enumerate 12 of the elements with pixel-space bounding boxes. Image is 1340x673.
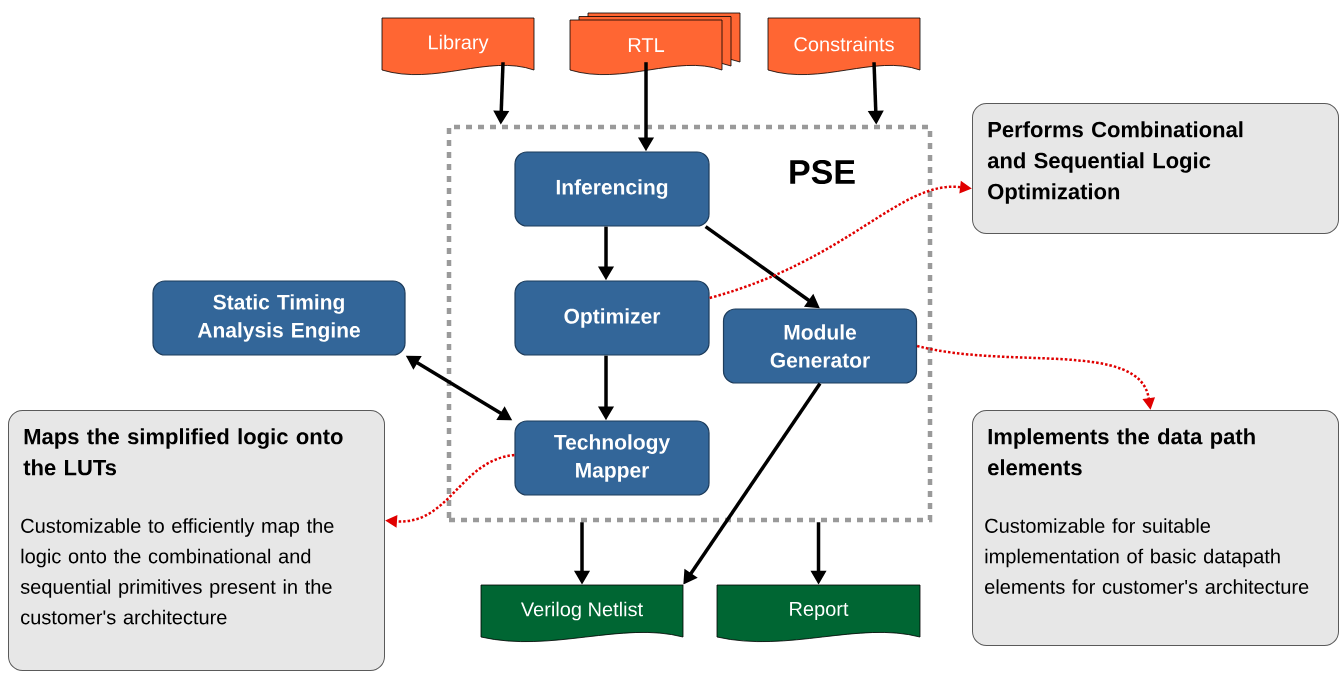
callout-body: Customizable to efficiently map the logic onto the combinational and sequential primitives present in the customer's architecture — [20, 518, 334, 625]
group-title: PSE — [790, 159, 855, 185]
process-box: Technology Mapper — [514, 420, 710, 496]
document-stack: RTL — [569, 12, 741, 75]
callout-heading: Maps the simplified logic onto the LUTs — [23, 428, 343, 476]
process-box: Static Timing Analysis Engine — [152, 280, 406, 356]
callout-body: Customizable for suitable implementation of basic datapath elements for customer's architecture — [985, 518, 1309, 594]
callout-heading: Performs Combinational and Sequential Logic Optimization — [987, 121, 1243, 204]
callout-heading: Implements the data path elements — [988, 428, 1255, 476]
process-box: Inferencing — [514, 151, 710, 227]
process-box: Optimizer — [514, 280, 710, 356]
process-box: Module Generator — [722, 308, 918, 384]
